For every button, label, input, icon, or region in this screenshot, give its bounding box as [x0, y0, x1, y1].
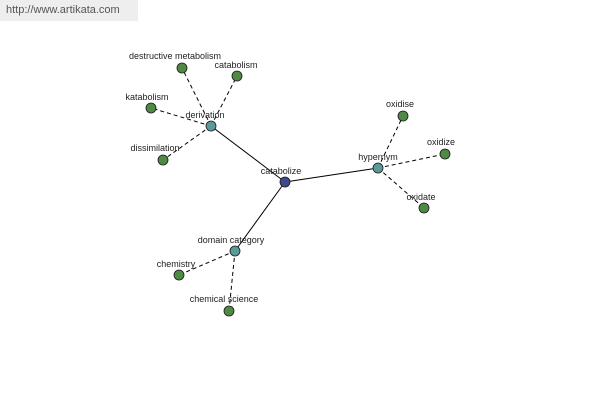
edge-catabolize-to-derivation: [210, 125, 286, 183]
node-label-oxidate[interactable]: oxidate: [406, 192, 435, 202]
node-oxidate[interactable]: [418, 202, 430, 214]
nodes-layer: [145, 62, 451, 317]
node-label-oxidise[interactable]: oxidise: [386, 99, 414, 109]
node-label-derivation[interactable]: derivation: [185, 110, 224, 120]
edge-domain-category-to-chemical-science: [228, 250, 236, 312]
node-label-hypernym[interactable]: hypernym: [358, 152, 398, 162]
node-label-chemical-science[interactable]: chemical science: [190, 294, 259, 304]
edge-domain-category-to-chemistry: [178, 250, 236, 276]
node-label-catabolism[interactable]: catabolism: [214, 60, 257, 70]
node-catabolize[interactable]: [279, 176, 291, 188]
edges-layer: [150, 67, 446, 312]
node-destructive-metabolism[interactable]: [176, 62, 188, 74]
edge-hypernym-to-oxidize: [377, 153, 446, 169]
node-label-catabolize[interactable]: catabolize: [261, 166, 302, 176]
node-domain-category[interactable]: [229, 245, 241, 257]
edge-derivation-to-dissimilation: [162, 125, 212, 161]
edge-catabolize-to-hypernym: [284, 167, 379, 183]
node-label-dissimilation[interactable]: dissimilation: [130, 143, 179, 153]
edge-derivation-to-katabolism: [150, 107, 212, 127]
node-catabolism[interactable]: [231, 70, 243, 82]
node-dissimilation[interactable]: [157, 154, 169, 166]
labels-layer: catabolize derivation hypernym domain categ…: [125, 51, 455, 304]
node-label-katabolism[interactable]: katabolism: [125, 92, 168, 102]
node-oxidize[interactable]: [439, 148, 451, 160]
node-label-domain-category[interactable]: domain category: [198, 235, 265, 245]
node-label-destructive-metabolism[interactable]: destructive metabolism: [129, 51, 221, 61]
edge-hypernym-to-oxidate: [377, 167, 425, 209]
edge-hypernym-to-oxidise: [377, 115, 404, 169]
edge-catabolize-to-domain-category: [234, 181, 286, 252]
node-label-oxidize[interactable]: oxidize: [427, 137, 455, 147]
node-chemistry[interactable]: [173, 269, 185, 281]
edge-derivation-to-destructive-metabolism: [181, 67, 212, 127]
edge-derivation-to-catabolism: [210, 75, 238, 127]
node-derivation[interactable]: [205, 120, 217, 132]
node-katabolism[interactable]: [145, 102, 157, 114]
node-oxidise[interactable]: [397, 110, 409, 122]
node-hypernym[interactable]: [372, 162, 384, 174]
site-url-banner[interactable]: http://www.artikata.com: [0, 0, 138, 21]
node-chemical-science[interactable]: [223, 305, 235, 317]
node-label-chemistry[interactable]: chemistry: [157, 259, 196, 269]
